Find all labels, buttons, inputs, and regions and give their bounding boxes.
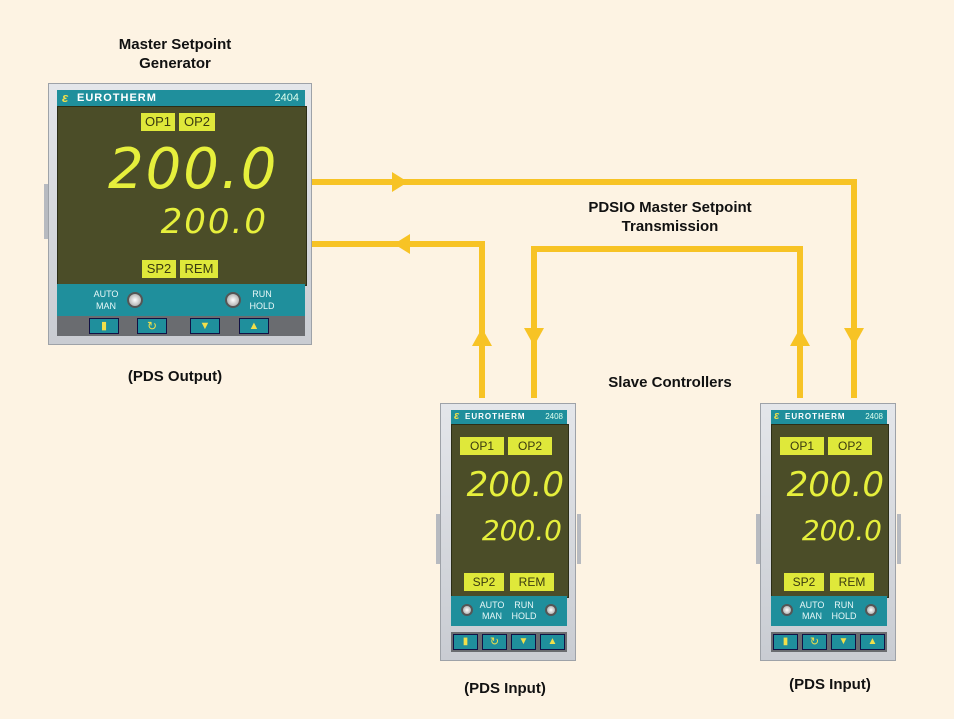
slave-controllers-title: Slave Controllers xyxy=(608,374,732,391)
process-value-display: 200.0 xyxy=(466,465,564,505)
up-icon: ▲ xyxy=(867,636,878,647)
brand-bar: ε EUROTHERM 2404 xyxy=(57,90,305,106)
master-title: Master Setpoint Generator xyxy=(118,36,232,72)
up-key[interactable]: ▲ xyxy=(860,634,885,650)
keypad: ▮ ↻ ▼ ▲ xyxy=(57,316,305,336)
rem-indicator: REM xyxy=(830,573,874,591)
auto-man-button[interactable] xyxy=(461,604,473,616)
pds-output-label: (PDS Output) xyxy=(127,368,223,385)
slave1-to-slave2-wire xyxy=(531,246,803,398)
down-key[interactable]: ▼ xyxy=(190,318,220,334)
arrow-up-icon xyxy=(472,328,492,346)
arrow-right-icon xyxy=(392,172,408,192)
down-key[interactable]: ▼ xyxy=(511,634,536,650)
up-icon: ▲ xyxy=(248,320,260,332)
setpoint-display: 200.0 xyxy=(481,514,562,547)
mount-rail xyxy=(897,514,901,564)
setpoint-display: 200.0 xyxy=(801,514,882,547)
mount-rail xyxy=(756,514,760,564)
pds-input-label-2: (PDS Input) xyxy=(789,676,871,693)
down-icon: ▼ xyxy=(838,636,849,647)
master-to-slave2-wire xyxy=(312,179,857,398)
op2-indicator: OP2 xyxy=(508,437,552,455)
mount-rail xyxy=(577,514,581,564)
run-hold-button[interactable] xyxy=(865,604,877,616)
rem-indicator: REM xyxy=(510,573,554,591)
page-icon: ▮ xyxy=(462,636,469,647)
eurotherm-logo-icon: ε xyxy=(62,90,69,105)
arrow-up-icon xyxy=(790,328,810,346)
display-panel: OP1 OP2 200.0 200.0 SP2 REM xyxy=(451,424,569,598)
op1-indicator: OP1 xyxy=(460,437,504,455)
page-key[interactable]: ▮ xyxy=(773,634,798,650)
auto-man-button[interactable] xyxy=(127,292,143,308)
page-icon: ▮ xyxy=(782,636,789,647)
run-hold-button[interactable] xyxy=(545,604,557,616)
page-key[interactable]: ▮ xyxy=(89,318,119,334)
model-number: 2404 xyxy=(274,92,299,104)
slave-controller-1: ε EUROTHERM 2408 OP1 OP2 200.0 200.0 SP2… xyxy=(436,403,581,661)
brand-bar: ε EUROTHERM 2408 xyxy=(771,410,887,424)
up-icon: ▲ xyxy=(547,636,558,647)
mount-rail xyxy=(44,184,48,239)
arrow-down-icon xyxy=(844,328,864,346)
display-panel: OP1 OP2 200.0 200.0 SP2 REM xyxy=(57,106,307,286)
brand-name: EUROTHERM xyxy=(465,412,526,421)
scroll-key[interactable]: ↻ xyxy=(482,634,507,650)
keypad: ▮ ↻ ▼ ▲ xyxy=(771,632,887,652)
scroll-key[interactable]: ↻ xyxy=(137,318,167,334)
pds-input-label-1: (PDS Input) xyxy=(464,680,546,697)
sp2-indicator: SP2 xyxy=(784,573,824,591)
brand-name: EUROTHERM xyxy=(785,412,846,421)
up-key[interactable]: ▲ xyxy=(540,634,565,650)
sp2-indicator: SP2 xyxy=(142,260,176,278)
op1-indicator: OP1 xyxy=(141,113,175,131)
down-icon: ▼ xyxy=(199,320,211,332)
brand-name: EUROTHERM xyxy=(77,92,157,104)
rem-indicator: REM xyxy=(180,260,218,278)
model-number: 2408 xyxy=(865,412,883,421)
process-value-display: 200.0 xyxy=(108,137,279,202)
scroll-key[interactable]: ↻ xyxy=(802,634,827,650)
down-icon: ▼ xyxy=(518,636,529,647)
page-key[interactable]: ▮ xyxy=(453,634,478,650)
model-number: 2408 xyxy=(545,412,563,421)
eurotherm-logo-icon: ε xyxy=(454,410,460,422)
up-key[interactable]: ▲ xyxy=(239,318,269,334)
op1-indicator: OP1 xyxy=(780,437,824,455)
setpoint-display: 200.0 xyxy=(160,202,268,242)
scroll-icon: ↻ xyxy=(146,319,158,333)
op2-indicator: OP2 xyxy=(179,113,215,131)
arrow-down-icon xyxy=(524,328,544,346)
display-panel: OP1 OP2 200.0 200.0 SP2 REM xyxy=(771,424,889,598)
slave1-to-master-wire xyxy=(312,241,485,398)
scroll-icon: ↻ xyxy=(809,636,820,648)
sp2-indicator: SP2 xyxy=(464,573,504,591)
scroll-icon: ↻ xyxy=(489,636,500,648)
arrow-left-icon xyxy=(394,234,410,254)
master-controller: ε EUROTHERM 2404 OP1 OP2 200.0 200.0 SP2… xyxy=(44,83,312,345)
down-key[interactable]: ▼ xyxy=(831,634,856,650)
auto-man-button[interactable] xyxy=(781,604,793,616)
eurotherm-logo-icon: ε xyxy=(774,410,780,422)
process-value-display: 200.0 xyxy=(786,465,884,505)
mount-rail xyxy=(436,514,440,564)
brand-bar: ε EUROTHERM 2408 xyxy=(451,410,567,424)
run-hold-button[interactable] xyxy=(225,292,241,308)
page-icon: ▮ xyxy=(100,320,108,332)
op2-indicator: OP2 xyxy=(828,437,872,455)
pdsio-title: PDSIO Master Setpoint Transmission xyxy=(588,199,752,235)
keypad: ▮ ↻ ▼ ▲ xyxy=(451,632,567,652)
slave-controller-2: ε EUROTHERM 2408 OP1 OP2 200.0 200.0 SP2… xyxy=(756,403,901,661)
